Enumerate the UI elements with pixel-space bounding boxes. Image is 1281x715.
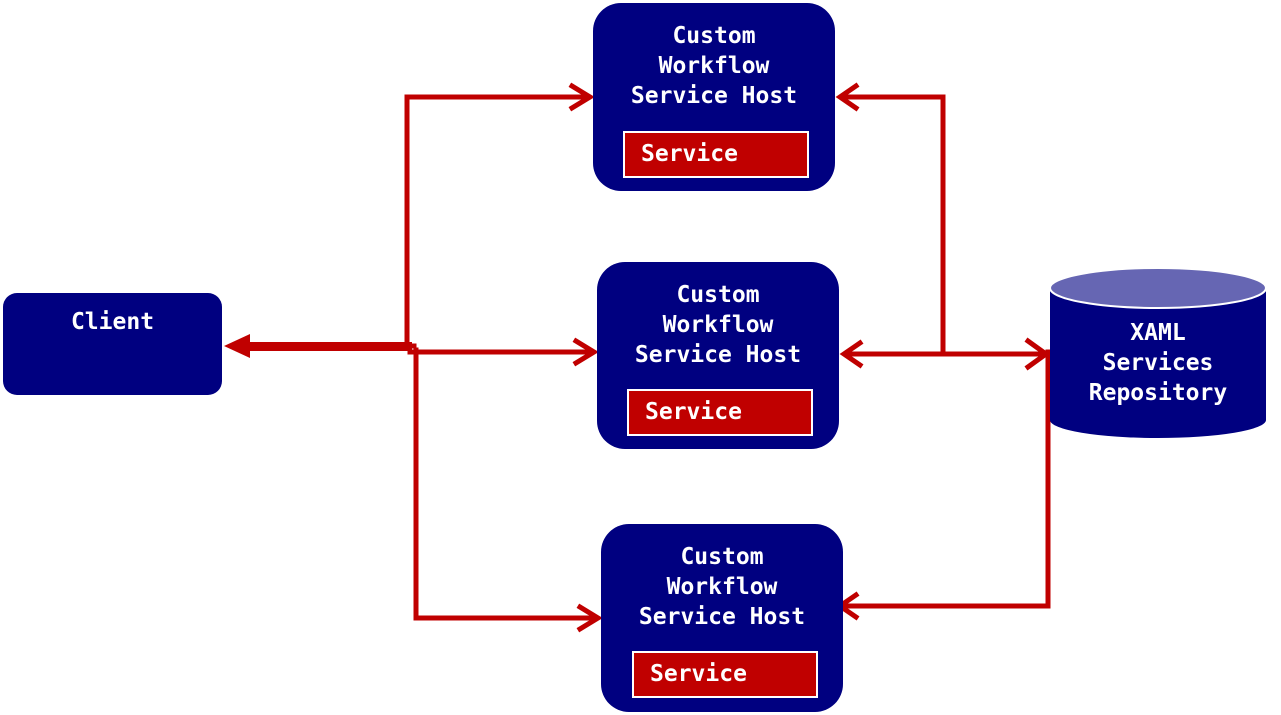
client-arrow-shaft [248, 342, 412, 351]
repository-cylinder [1049, 267, 1267, 438]
arrowhead-top-host-left [568, 82, 595, 112]
repository-label-line-3: Repository [1088, 380, 1228, 406]
client-box: Client [3, 293, 222, 395]
host-title-line-2: Workflow [666, 574, 778, 600]
host-title-line-3: Service Host [638, 604, 806, 630]
host-title: Custom Workflow Service Host [593, 21, 835, 111]
arrowhead-middle-host-left [572, 337, 599, 367]
host-title-line-2: Workflow [658, 53, 770, 79]
client-label: Client [70, 309, 155, 335]
arrowhead-repository [1024, 337, 1051, 371]
workflow-host-top: Custom Workflow Service Host Service [593, 3, 835, 191]
repository-label-line-2: Services [1102, 350, 1214, 376]
service-box: Service [623, 131, 809, 178]
arrowhead-middle-host-right [839, 339, 864, 369]
repository-label-line-1: XAML [1130, 320, 1186, 346]
host-title-line-3: Service Host [630, 83, 798, 109]
arrowhead-bottom-host-left [576, 603, 603, 633]
host-title-line-2: Workflow [662, 312, 774, 338]
host-title-line-3: Service Host [634, 342, 802, 368]
repo-to-top-host-line [839, 94, 946, 355]
service-box: Service [632, 651, 818, 698]
host-title-line-1: Custom [680, 544, 764, 570]
host-title: Custom Workflow Service Host [601, 542, 843, 632]
workflow-host-bottom: Custom Workflow Service Host Service [601, 524, 843, 712]
host-title: Custom Workflow Service Host [597, 280, 839, 370]
repository-label: XAML Services Repository [1050, 318, 1266, 408]
arrowhead-client [224, 334, 250, 358]
arrowhead-top-host-right [835, 82, 860, 112]
service-box: Service [627, 389, 813, 436]
host-title-line-1: Custom [676, 282, 760, 308]
trunk-bottom-line [413, 347, 599, 621]
trunk-top-line [404, 94, 591, 349]
host-title-line-1: Custom [672, 23, 756, 49]
repo-to-bottom-host-line [839, 349, 1051, 609]
workflow-host-middle: Custom Workflow Service Host Service [597, 262, 839, 449]
